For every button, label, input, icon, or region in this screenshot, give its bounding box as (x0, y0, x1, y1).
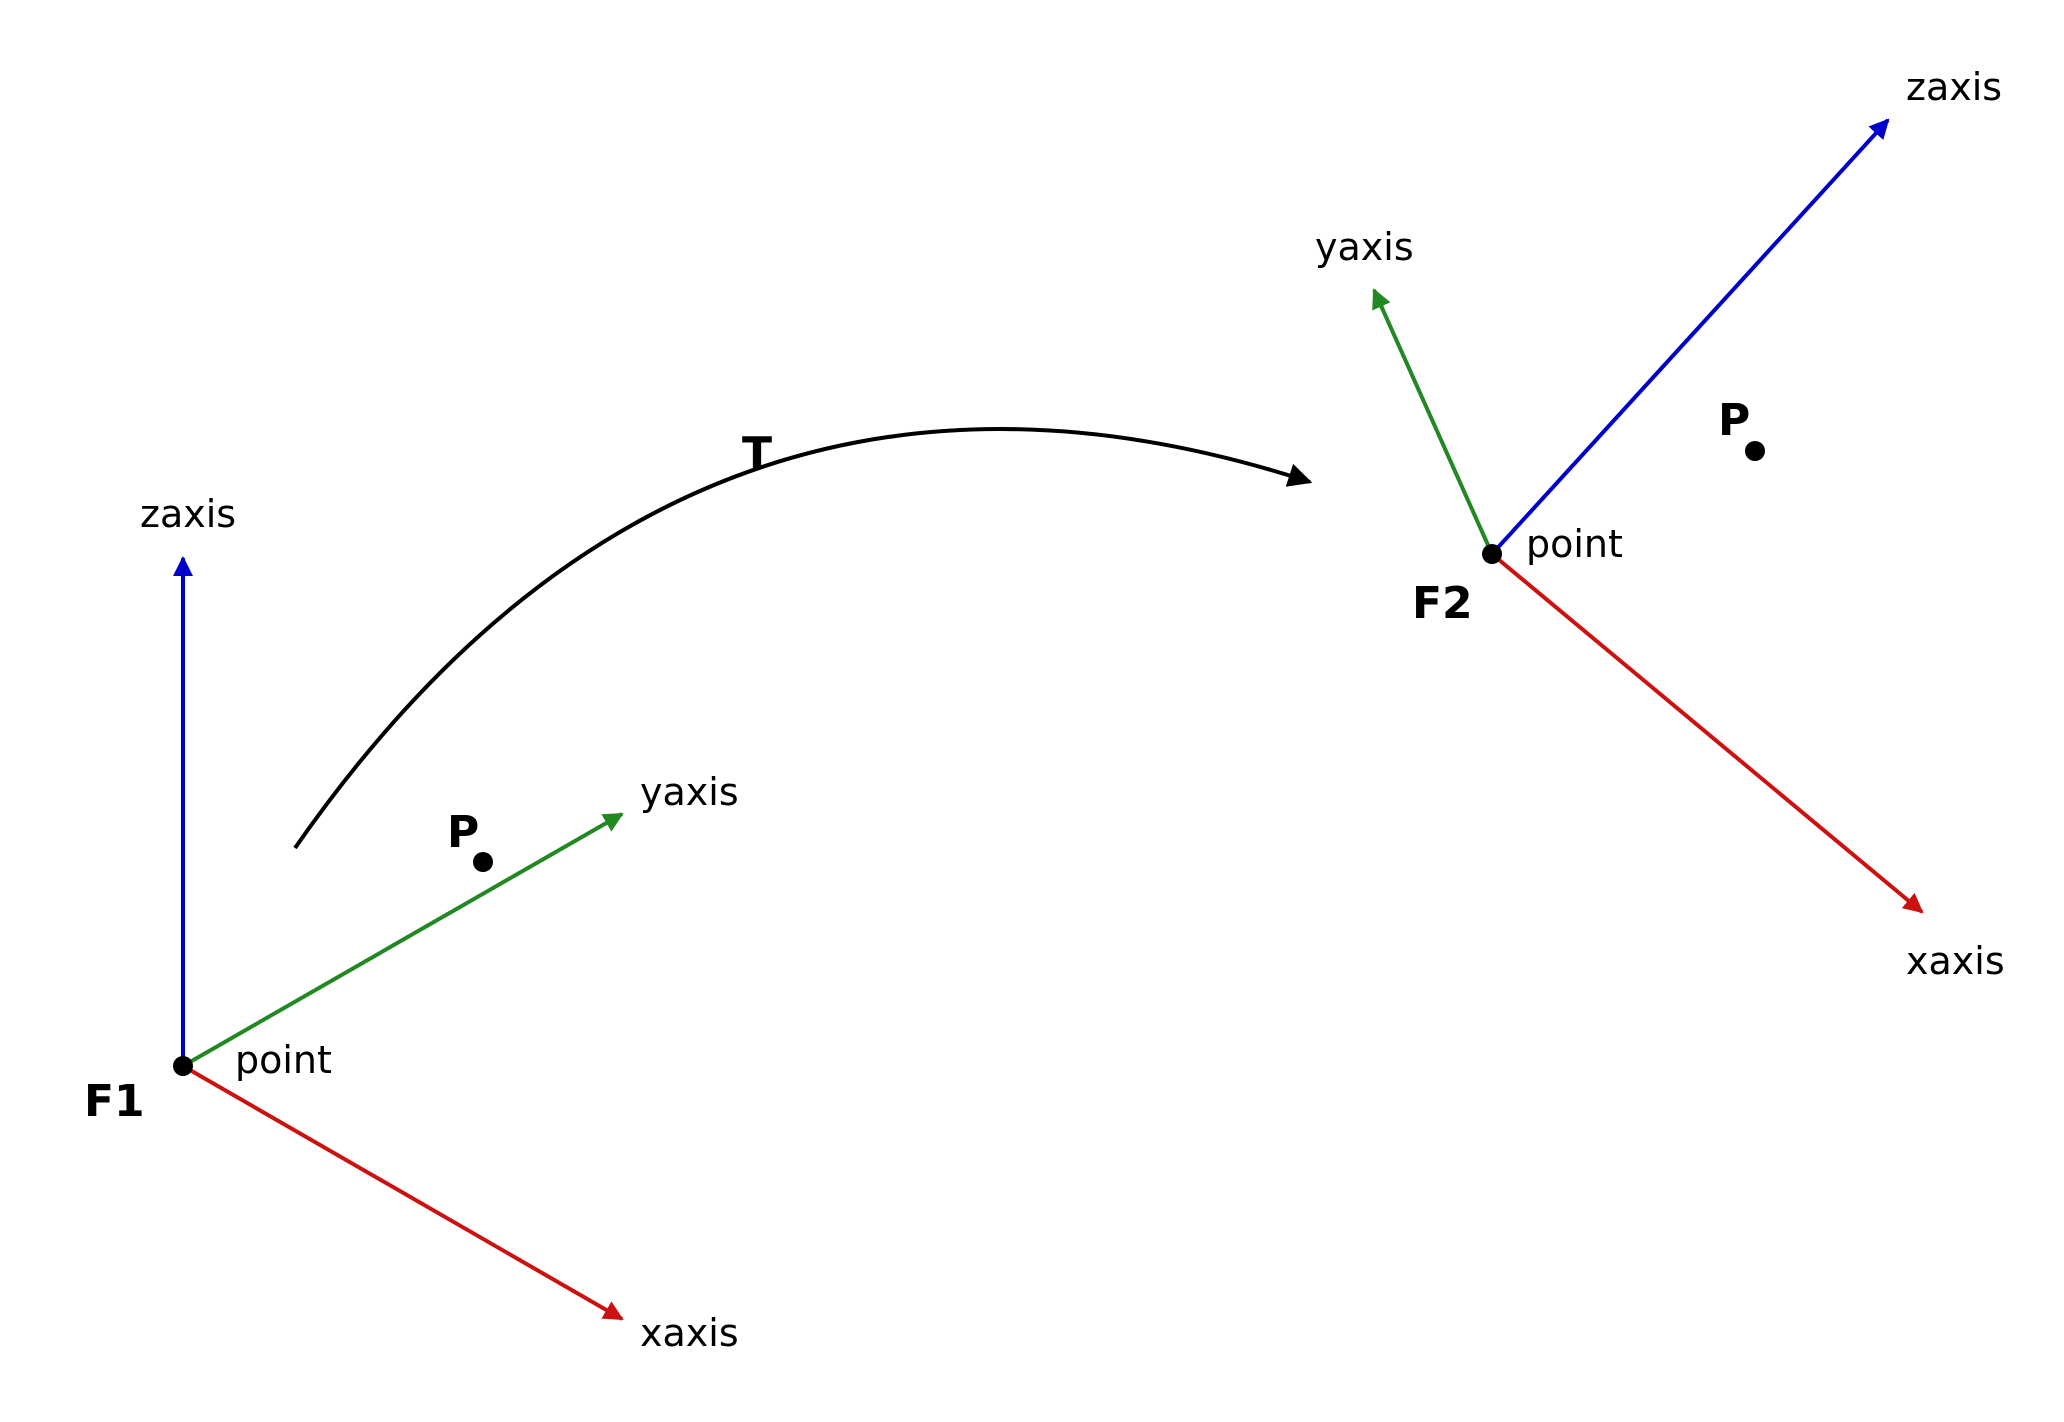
f2-origin-dot (1482, 544, 1502, 564)
f1-yaxis-label: yaxis (640, 770, 739, 814)
frame-f2: zaxis yaxis xaxis point F2 P (1315, 65, 2005, 983)
frame-f1: zaxis yaxis xaxis point F1 P (84, 492, 739, 1355)
f1-xaxis-label: xaxis (640, 1311, 739, 1355)
f2-xaxis-label: xaxis (1906, 939, 2005, 983)
f2-xaxis-arrow (1490, 552, 1924, 914)
f1-zaxis-label: zaxis (140, 492, 236, 536)
transform-arc (293, 427, 1313, 850)
f1-xaxis-arrow (182, 1064, 624, 1321)
f1-p-label: P (447, 807, 479, 858)
f2-frame-label: F2 (1412, 578, 1473, 629)
f2-zaxis-arrow (1490, 118, 1890, 556)
f2-p-dot (1745, 441, 1765, 461)
f1-frame-label: F1 (84, 1076, 145, 1127)
f1-point-label: point (235, 1038, 332, 1082)
f2-p-label: P (1718, 395, 1750, 446)
f1-yaxis-arrow (182, 812, 624, 1068)
f2-point-label: point (1526, 522, 1623, 566)
transform-label: T (742, 428, 772, 479)
f2-yaxis-arrow (1372, 288, 1494, 555)
f2-zaxis-label: zaxis (1906, 65, 2002, 109)
f1-p-dot (473, 852, 493, 872)
f2-yaxis-label: yaxis (1315, 225, 1414, 269)
f1-origin-dot (173, 1056, 193, 1076)
